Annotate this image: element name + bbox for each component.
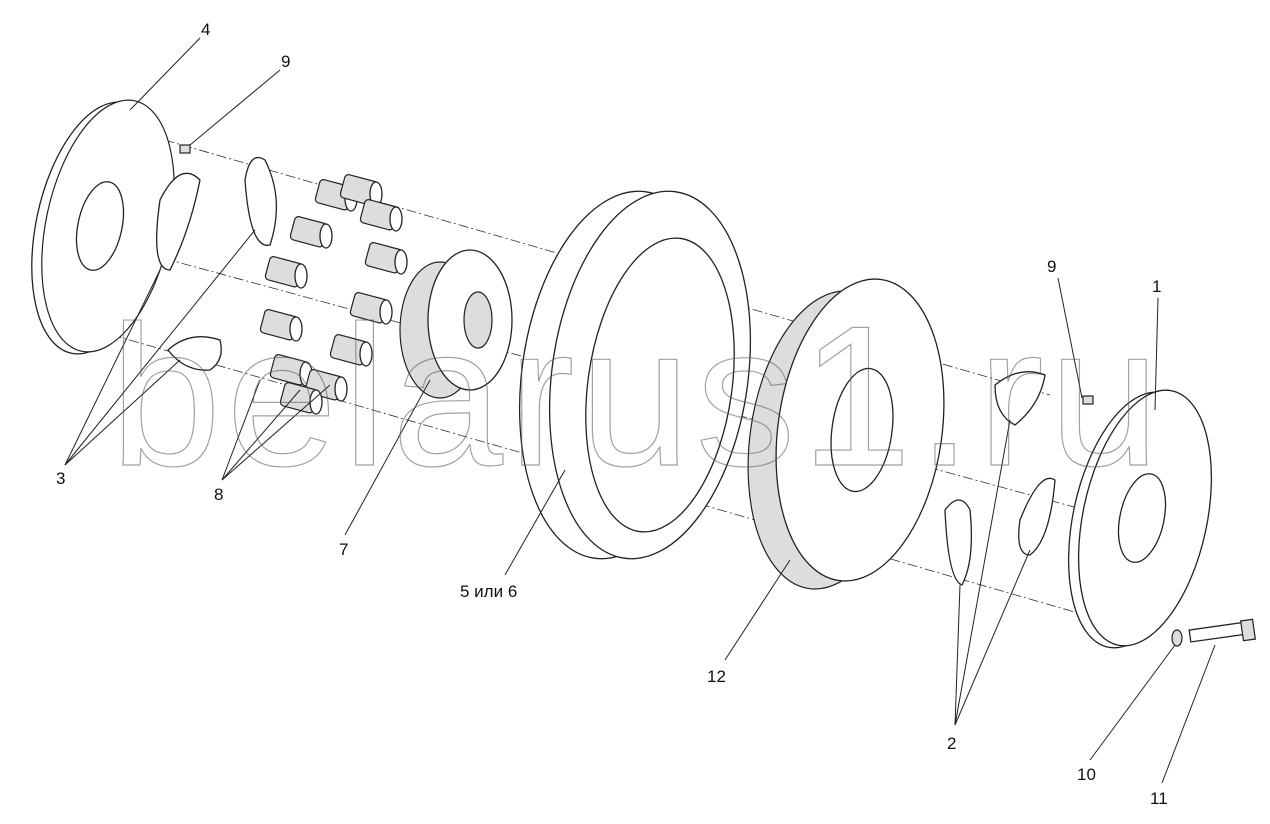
pin-right — [1082, 395, 1094, 405]
roller-end — [334, 376, 348, 402]
callout-2: 2 — [947, 734, 956, 753]
callout-11: 11 — [1150, 789, 1168, 808]
housing-ring — [518, 190, 752, 560]
plate-3b — [244, 156, 278, 246]
roller-end — [359, 341, 373, 367]
callouts: 4 9 3 8 7 5 или 6 12 9 1 2 10 11 — [56, 20, 1168, 808]
callout-10: 10 — [1077, 765, 1096, 784]
roller-end — [389, 206, 403, 232]
rollers — [259, 174, 408, 415]
pin-left — [179, 144, 191, 154]
callout-7: 7 — [339, 540, 348, 559]
bolt — [1188, 618, 1257, 643]
callout-9-left: 9 — [281, 52, 290, 71]
sprocket — [747, 278, 945, 590]
plate-2b — [1018, 477, 1056, 556]
plate-3a — [156, 172, 201, 271]
hub — [399, 249, 513, 399]
washer — [1171, 629, 1183, 647]
plate-3c — [167, 336, 222, 371]
roller-end — [294, 263, 308, 289]
roller-end — [394, 249, 408, 275]
plate-2c — [994, 371, 1046, 426]
roller-end — [379, 299, 393, 325]
brake-disc-left — [31, 99, 175, 355]
callout-8: 8 — [214, 485, 223, 504]
callout-5-or-6: 5 или 6 — [460, 582, 517, 601]
callout-9-right: 9 — [1047, 257, 1056, 276]
brake-disc-right — [1067, 389, 1213, 649]
callout-1: 1 — [1152, 277, 1161, 296]
watermark: belarus1.ru — [110, 285, 1160, 508]
callout-3: 3 — [56, 469, 65, 488]
callout-12: 12 — [707, 667, 726, 686]
plate-2a — [944, 499, 972, 586]
roller-end — [289, 316, 303, 342]
callout-4: 4 — [201, 20, 210, 39]
leader-lines — [64, 37, 1216, 784]
roller-end — [319, 223, 333, 249]
